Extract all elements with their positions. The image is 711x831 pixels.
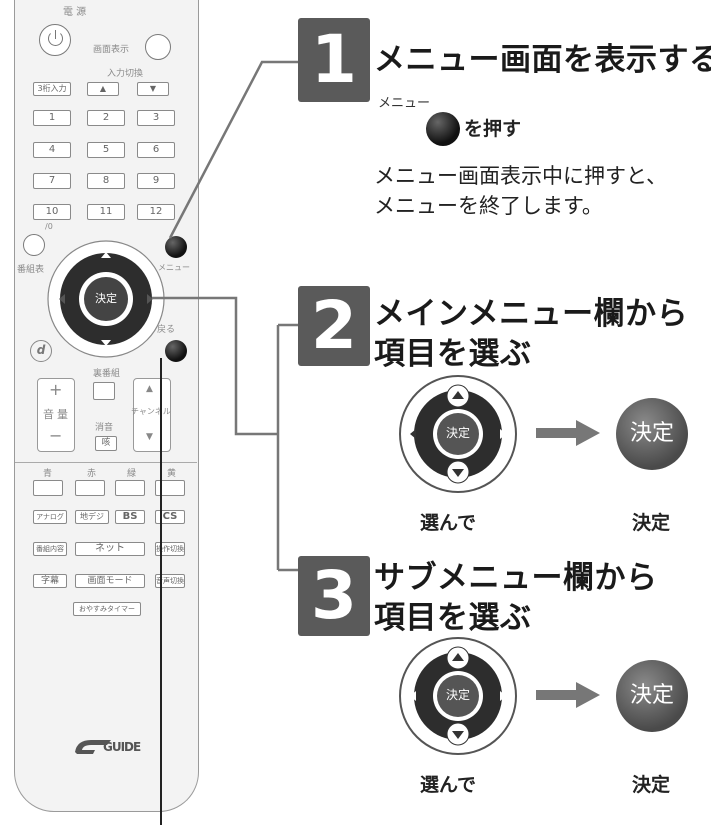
step-3-select-caption: 選んで	[420, 774, 477, 796]
power-button[interactable]	[39, 24, 71, 56]
ten-sub-label: /0	[45, 222, 53, 231]
step-2-ok-button: 決定	[616, 398, 688, 470]
back-label: 戻る	[157, 325, 176, 335]
digital-button[interactable]: 地デジ	[75, 510, 109, 524]
power-icon	[48, 31, 63, 46]
menu-button[interactable]	[165, 236, 187, 258]
three-digit-button[interactable]: 3桁入力	[33, 82, 71, 96]
dpad-ok-button[interactable]: 決定	[95, 292, 117, 305]
color-label-red: 赤	[87, 469, 97, 479]
program-info-button[interactable]: 番組内容	[33, 542, 67, 556]
dpad	[47, 240, 165, 358]
step-1-number: 1	[311, 21, 357, 98]
num-button-9[interactable]: 9	[137, 173, 175, 189]
input-down-button[interactable]: ▼	[137, 82, 169, 96]
guide-button[interactable]	[23, 234, 45, 256]
num-button-3[interactable]: 3	[137, 110, 175, 126]
input-switch-label: 入力切換	[107, 69, 144, 79]
ura-bangumi-button[interactable]	[93, 382, 115, 400]
menu-label: メニュー	[158, 263, 190, 272]
step-1-badge: 1	[298, 18, 370, 102]
step-3-title-line2: 項目を選ぶ	[374, 600, 532, 636]
step-2-dpad-ok: 決定	[445, 426, 470, 440]
num-button-5[interactable]: 5	[87, 142, 125, 158]
color-label-yellow: 黄	[167, 469, 177, 479]
yellow-button[interactable]	[155, 480, 185, 496]
step-1-title: メニュー画面を表示する	[374, 42, 711, 78]
step-3-arrow-icon	[536, 682, 600, 708]
num-button-10[interactable]: 10	[33, 204, 71, 220]
channel-rocker[interactable]	[133, 378, 171, 452]
step-1-press-text: を押す	[464, 118, 522, 140]
net-button[interactable]: ネット	[75, 542, 145, 556]
step-2-select-caption: 選んで	[420, 512, 477, 534]
screen-display-label: 画面表示	[93, 45, 130, 55]
mute-button[interactable]: 咳	[95, 436, 117, 451]
g-guide-logo: GUIDE	[73, 736, 147, 758]
cs-button[interactable]: CS	[155, 510, 185, 524]
bs-button[interactable]: BS	[115, 510, 145, 524]
red-button[interactable]	[75, 480, 105, 496]
step-3-dpad-ok: 決定	[445, 688, 470, 702]
step-3-number: 3	[311, 557, 357, 634]
audio-switch-button[interactable]: 音声切換	[155, 574, 185, 588]
subtitle-button[interactable]: 字幕	[33, 574, 67, 588]
step-1-menu-label: メニュー	[378, 96, 431, 111]
screen-display-button[interactable]	[145, 34, 171, 60]
green-button[interactable]	[115, 480, 145, 496]
screen-mode-button[interactable]: 画面モード	[75, 574, 145, 588]
back-button[interactable]	[165, 340, 187, 362]
sleep-timer-button[interactable]: おやすみタイマー	[73, 602, 141, 616]
num-button-1[interactable]: 1	[33, 110, 71, 126]
divider	[15, 462, 197, 463]
step-2-confirm-caption: 決定	[632, 512, 671, 534]
blue-button[interactable]	[33, 480, 63, 496]
volume-label-1: 音	[43, 408, 54, 421]
ura-bangumi-label: 裏番組	[93, 369, 121, 379]
volume-up-icon: +	[49, 380, 63, 399]
channel-down-icon: ▼	[146, 432, 153, 442]
color-label-green: 緑	[127, 469, 137, 479]
logo-text: GUIDE	[103, 740, 141, 754]
analog-button[interactable]: アナログ	[33, 510, 67, 524]
volume-rocker[interactable]	[37, 378, 75, 452]
step-2-dpad-illustration	[399, 375, 517, 493]
step-3-badge: 3	[298, 556, 370, 636]
step-1-note-line1: メニュー画面表示中に押すと、	[374, 164, 668, 188]
guide-label: 番組表	[17, 265, 45, 275]
step-3-ok-button: 決定	[616, 660, 688, 732]
num-button-8[interactable]: 8	[87, 173, 125, 189]
menu-button-illustration	[426, 112, 460, 146]
num-button-11[interactable]: 11	[87, 204, 125, 220]
num-button-4[interactable]: 4	[33, 142, 71, 158]
input-up-button[interactable]: ▲	[87, 82, 119, 96]
channel-label: チャンネル	[131, 407, 171, 416]
remote-control: 電 源 画面表示 入力切換 3桁入力 ▲ ▼ 1 2 3 4 5 6 7 8 9…	[14, 0, 199, 812]
step-2-arrow-icon	[536, 420, 600, 446]
step-3-dpad-illustration	[399, 637, 517, 755]
operation-switch-button[interactable]: 操作切換	[155, 542, 185, 556]
num-button-7[interactable]: 7	[33, 173, 71, 189]
step-1-note-line2: メニューを終了します。	[374, 194, 603, 218]
g-guide-logo-icon	[75, 740, 111, 754]
volume-label-2: 量	[57, 408, 68, 421]
d-button[interactable]: d	[30, 340, 52, 362]
step-2-number: 2	[311, 287, 357, 364]
mute-label: 消音	[95, 423, 114, 433]
step-3-confirm-caption: 決定	[632, 774, 671, 796]
num-button-6[interactable]: 6	[137, 142, 175, 158]
step-2-badge: 2	[298, 286, 370, 366]
color-label-blue: 青	[43, 469, 53, 479]
power-label: 電 源	[63, 7, 87, 18]
channel-up-icon: ▲	[146, 384, 153, 394]
volume-down-icon: −	[49, 426, 63, 445]
step-3-title-line1: サブメニュー欄から	[374, 560, 658, 596]
num-button-2[interactable]: 2	[87, 110, 125, 126]
num-button-12[interactable]: 12	[137, 204, 175, 220]
step-2-title-line2: 項目を選ぶ	[374, 336, 532, 372]
step-2-title-line1: メインメニュー欄から	[374, 296, 689, 332]
